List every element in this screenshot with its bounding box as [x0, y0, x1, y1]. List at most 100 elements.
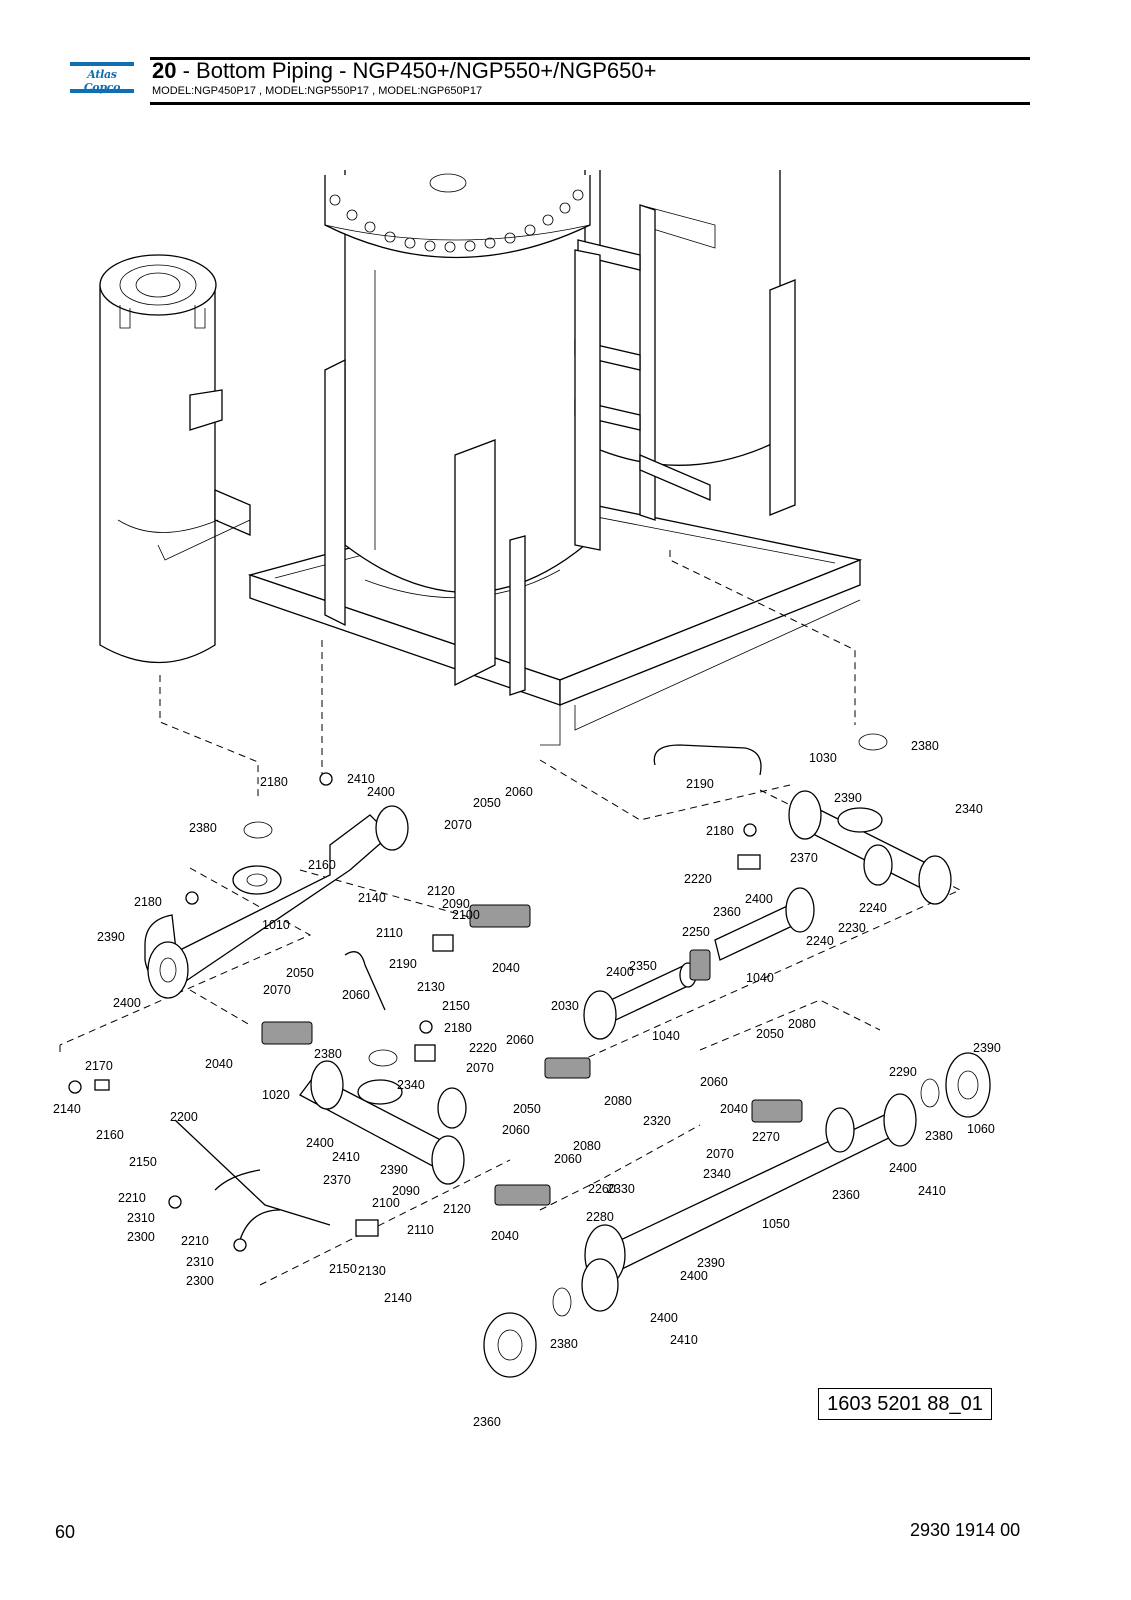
callout-1060-1: 1060: [967, 1122, 995, 1136]
callout-2130-1: 2130: [417, 980, 445, 994]
model-list: MODEL:NGP450P17 , MODEL:NGP550P17 , MODE…: [152, 85, 483, 97]
callout-2200-1: 2200: [170, 1110, 198, 1124]
callout-2160-1: 2160: [308, 858, 336, 872]
callout-2130-2: 2130: [358, 1264, 386, 1278]
callout-2180-3: 2180: [706, 824, 734, 838]
callout-2400-3: 2400: [606, 965, 634, 979]
callout-2390-4: 2390: [973, 1041, 1001, 1055]
callout-2360-2: 2360: [832, 1188, 860, 1202]
callout-2370-1: 2370: [790, 851, 818, 865]
callout-2410-4: 2410: [670, 1333, 698, 1347]
header-bottom-rule: [150, 102, 1030, 105]
callout-2340-3: 2340: [703, 1167, 731, 1181]
callout-2040-2: 2040: [205, 1057, 233, 1071]
callout-2180-4: 2180: [444, 1021, 472, 1035]
callout-2240-1: 2240: [859, 901, 887, 915]
callout-2170-1: 2170: [85, 1059, 113, 1073]
callout-2260-1: 2260: [588, 1182, 616, 1196]
callout-2380-4: 2380: [925, 1129, 953, 1143]
callout-2220-1: 2220: [684, 872, 712, 886]
callout-2050-2: 2050: [286, 966, 314, 980]
callout-2380-2: 2380: [189, 821, 217, 835]
callout-2290-1: 2290: [889, 1065, 917, 1079]
callout-2080-3: 2080: [573, 1139, 601, 1153]
callout-2210-2: 2210: [181, 1234, 209, 1248]
callout-2400-1: 2400: [367, 785, 395, 799]
callout-2100-1: 2100: [452, 908, 480, 922]
callout-2090-1: 2090: [442, 897, 470, 911]
callout-2110-2: 2110: [407, 1223, 434, 1237]
callout-2180-2: 2180: [134, 895, 162, 909]
section-number: 20: [152, 58, 177, 83]
callout-2060-5: 2060: [502, 1123, 530, 1137]
callout-2410-1: 2410: [347, 772, 375, 786]
callout-2300-1: 2300: [127, 1230, 155, 1244]
atlas-copco-logo: Atlas Copco: [70, 62, 134, 94]
callout-2320-1: 2320: [643, 1114, 671, 1128]
callout-2060-6: 2060: [554, 1152, 582, 1166]
callout-2380-3: 2380: [314, 1047, 342, 1061]
callout-2400-2: 2400: [113, 996, 141, 1010]
callout-2040-3: 2040: [720, 1102, 748, 1116]
drawing-reference-number: 1603 5201 88_01: [818, 1388, 992, 1420]
callout-2250-1: 2250: [682, 925, 710, 939]
callout-2160-2: 2160: [96, 1128, 124, 1142]
callout-2280-1: 2280: [586, 1210, 614, 1224]
callout-1040-2: 1040: [652, 1029, 680, 1043]
callout-2060-2: 2060: [342, 988, 370, 1002]
callout-2110-1: 2110: [376, 926, 403, 940]
callout-2360-1: 2360: [713, 905, 741, 919]
callout-2140-3: 2140: [384, 1291, 412, 1305]
callout-2340-2: 2340: [397, 1078, 425, 1092]
callout-2060-1: 2060: [505, 785, 533, 799]
callout-2030-1: 2030: [551, 999, 579, 1013]
callout-2190-2: 2190: [389, 957, 417, 971]
callout-2220-2: 2220: [469, 1041, 497, 1055]
callout-2040-4: 2040: [491, 1229, 519, 1243]
callout-2190-1: 2190: [686, 777, 714, 791]
callout-2240-2: 2240: [806, 934, 834, 948]
callout-1020-1: 1020: [262, 1088, 290, 1102]
callout-1050-1: 1050: [762, 1217, 790, 1231]
section-title-text: - Bottom Piping - NGP450+/NGP550+/NGP650…: [176, 58, 657, 83]
callout-1030-1: 1030: [809, 751, 837, 765]
callout-2370-2: 2370: [323, 1173, 351, 1187]
callout-2080-1: 2080: [788, 1017, 816, 1031]
callout-2380-5: 2380: [550, 1337, 578, 1351]
callout-2340-1: 2340: [955, 802, 983, 816]
callout-2230-1: 2230: [838, 921, 866, 935]
document-number: 2930 1914 00: [910, 1520, 1021, 1540]
callout-2050-4: 2050: [513, 1102, 541, 1116]
callout-2120-1: 2120: [427, 884, 455, 898]
callout-2330-1: 2330: [607, 1182, 635, 1196]
callout-2410-2: 2410: [332, 1150, 360, 1164]
callout-2400-5: 2400: [306, 1136, 334, 1150]
callout-2070-4: 2070: [706, 1147, 734, 1161]
callout-2060-3: 2060: [506, 1033, 534, 1047]
callout-2150-2: 2150: [129, 1155, 157, 1169]
callout-2350-1: 2350: [629, 959, 657, 973]
callout-2120-2: 2120: [443, 1202, 471, 1216]
callout-2400-6: 2400: [889, 1161, 917, 1175]
callout-2070-1: 2070: [444, 818, 472, 832]
callout-2400-7: 2400: [680, 1269, 708, 1283]
callout-2210-1: 2210: [118, 1191, 146, 1205]
callout-2100-2: 2100: [372, 1196, 400, 1210]
callout-1010-1: 1010: [262, 918, 290, 932]
callout-2390-1: 2390: [97, 930, 125, 944]
header-top-rule: [150, 57, 1030, 60]
callout-2070-2: 2070: [263, 983, 291, 997]
callout-2060-4: 2060: [700, 1075, 728, 1089]
callout-2140-2: 2140: [53, 1102, 81, 1116]
callout-2390-5: 2390: [697, 1256, 725, 1270]
callout-2380-1: 2380: [911, 739, 939, 753]
callout-2180-1: 2180: [260, 775, 288, 789]
callout-2300-2: 2300: [186, 1274, 214, 1288]
callout-2150-3: 2150: [329, 1262, 357, 1276]
page-number: 60: [55, 1522, 76, 1542]
callout-2400-4: 2400: [745, 892, 773, 906]
callout-2310-2: 2310: [186, 1255, 214, 1269]
callout-2390-3: 2390: [380, 1163, 408, 1177]
callout-2360-3: 2360: [473, 1415, 501, 1429]
